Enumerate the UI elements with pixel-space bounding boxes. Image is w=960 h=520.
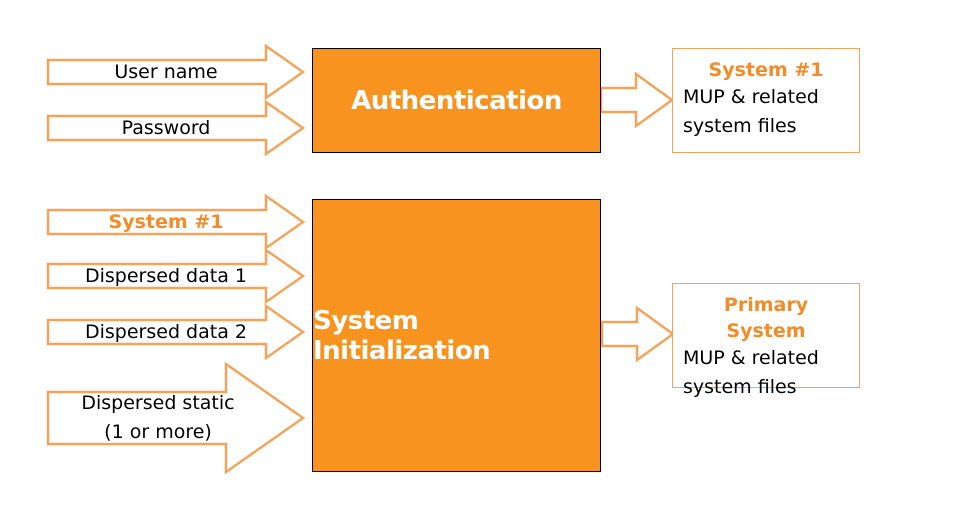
input-arrow-password	[46, 99, 306, 157]
input-arrow-system1	[46, 193, 306, 251]
initialization-output-box: Primary System MUP & related system file…	[672, 283, 860, 398]
label-dispersed-static: Dispersed static	[81, 392, 235, 414]
authentication-title: Authentication	[351, 85, 562, 116]
input-arrow-data1	[46, 247, 306, 305]
initialization-output-line-1: MUP & related	[683, 347, 819, 369]
authentication-output-title: System #1	[708, 59, 824, 81]
authentication-output-line-1: MUP & related	[683, 86, 819, 108]
initialization-output-title: Primary System	[723, 294, 809, 342]
input-arrow-username	[46, 43, 306, 101]
system-initialization-box: System Initialization	[312, 199, 601, 472]
input-arrow-static	[46, 361, 306, 475]
label-password: Password	[121, 117, 211, 139]
output-arrow-authentication	[599, 71, 675, 129]
authentication-output-line-2: system files	[683, 115, 797, 137]
label-dispersed-data-2: Dispersed data 2	[85, 321, 247, 343]
label-dispersed-data-1: Dispersed data 1	[85, 265, 247, 287]
label-user-name: User name	[114, 61, 218, 83]
label-dispersed-static-count: (1 or more)	[104, 421, 212, 443]
authentication-box: Authentication	[312, 48, 601, 153]
output-arrow-initialization	[600, 305, 676, 363]
label-system1-input: System #1	[108, 211, 224, 233]
initialization-output-line-2: system files	[683, 376, 797, 398]
authentication-output-box: System #1 MUP & related system files	[672, 48, 860, 153]
system-initialization-title: System Initialization	[313, 305, 491, 366]
input-arrow-data2	[46, 303, 306, 361]
